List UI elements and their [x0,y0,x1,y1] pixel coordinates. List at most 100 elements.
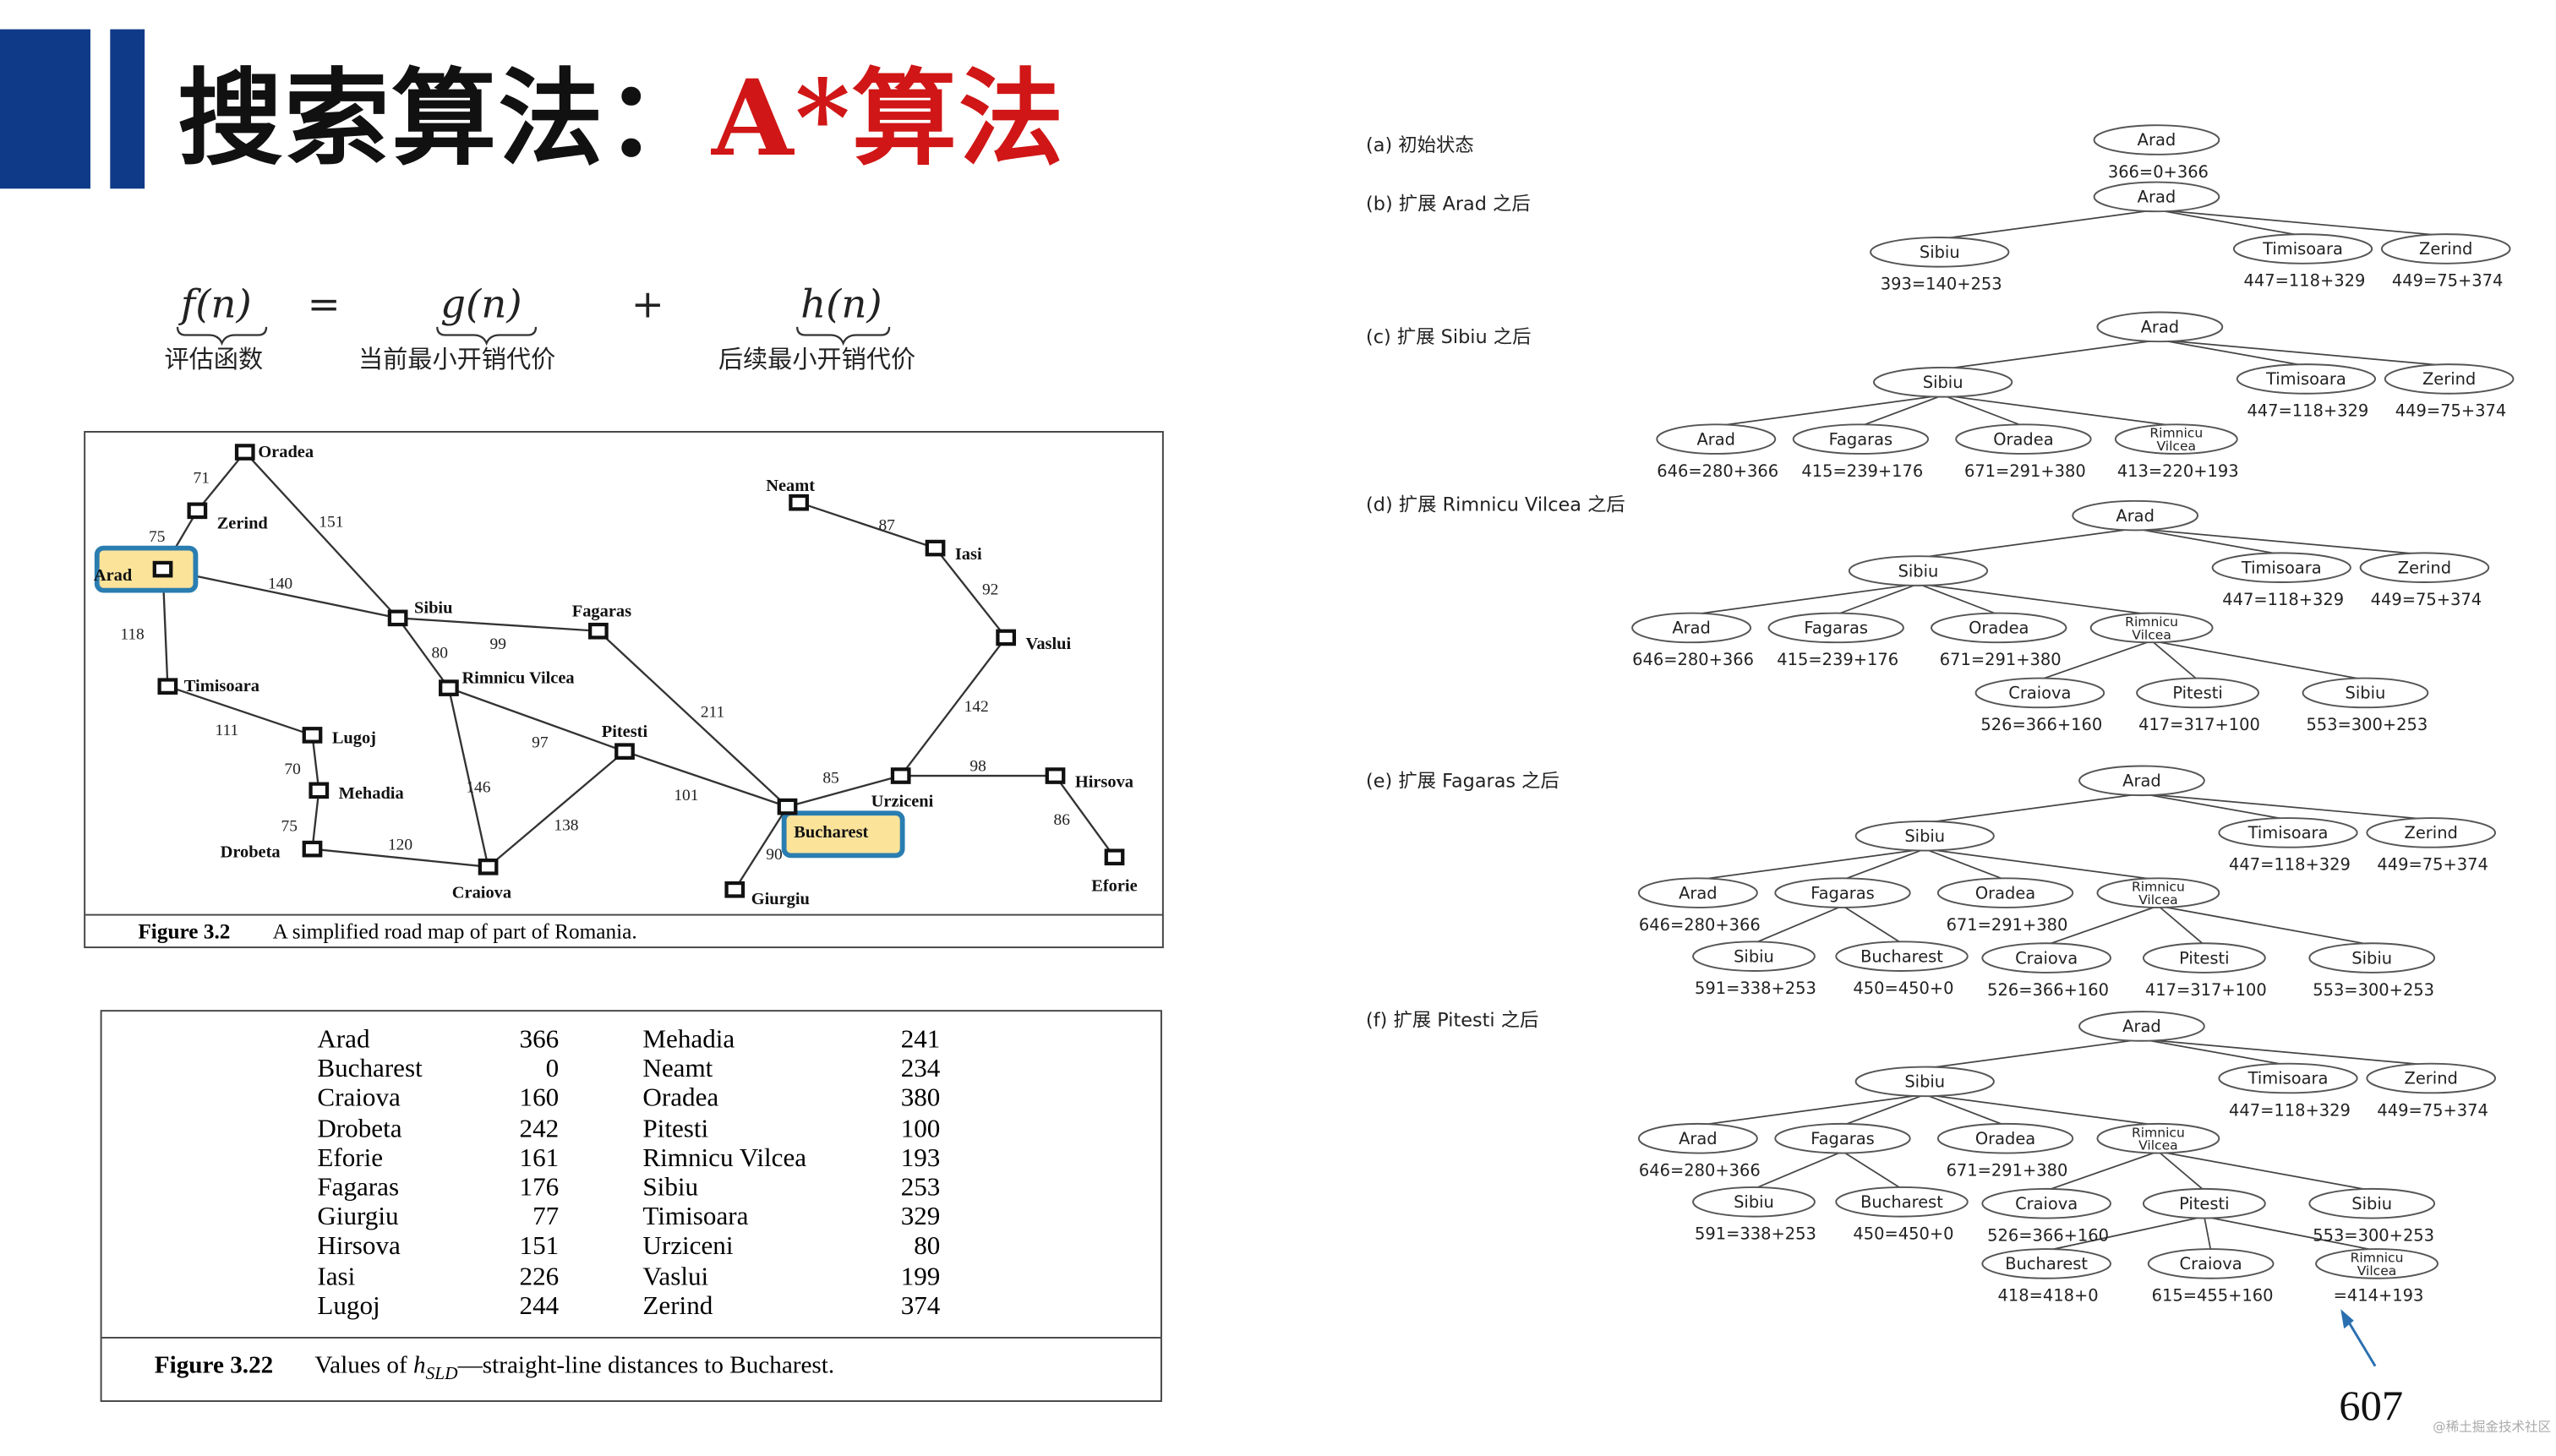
tree-node-label: Pitesti [2179,1194,2229,1213]
tree-edge [1924,848,2006,881]
road-distance-sibiu-rimnicu-vilcea: 80 [431,645,447,663]
tree-node-oval [2218,817,2358,848]
tree-edge [2151,640,2366,681]
tree-node-label: Arad [2116,506,2155,526]
road-distance-zerind-arad: 75 [149,528,165,546]
road-sibiu-fagaras [397,617,598,632]
tree-node-label: Arad [2122,772,2161,791]
tree-node-value: 591=338+253 [1695,979,1816,998]
tree-edge [2141,1038,2432,1066]
tree-node-label: Rimnicu [2149,426,2203,441]
city-label-drobeta: Drobeta [221,843,281,861]
road-distance-hirsova-eforie: 86 [1054,811,1071,829]
city-label-pitesti: Pitesti [602,723,648,741]
road-rimnicu-vilcea-craiova [447,687,489,868]
city-giurgiu: Giurgiu [724,881,810,908]
tree-node-value: 671=291+380 [1947,915,2068,935]
tree-node-label: Zerind [2405,1069,2458,1088]
road-drobeta-craiova [312,848,489,868]
sld-city: Bucharest [317,1055,423,1084]
city-pitesti: Pitesti [602,723,648,760]
city-marker-sibiu [387,609,408,627]
tree-node-oval [1692,1186,1816,1218]
tree-node-oval [1835,1186,1969,1218]
page-title: 搜索算法：A*算法 [178,35,1065,185]
watermark: @稀土掘金技术社区 [2433,1420,2552,1435]
page-number: 607 [2339,1382,2404,1430]
city-bucharest: Bucharest [777,798,905,859]
brace-g [436,326,538,346]
sld-caption-num: Figure 3.22 [154,1353,274,1380]
city-label-eforie: Eforie [1091,877,1137,896]
tree-node-label: Oradea [1975,883,2035,903]
sld-distance: 160 [519,1085,560,1114]
city-marker-bucharest [777,798,798,815]
road-arad-sibiu [162,568,398,619]
city-marker-pitesti [614,743,635,760]
road-distance-oradea-zerind: 71 [194,470,210,488]
tree-node-oval [1774,1122,1911,1154]
tree-node-label: Bucharest [1860,1192,1943,1212]
tree-edge [2135,527,2425,556]
pointer-arrowhead [2340,1309,2354,1329]
sld-city: Iasi [317,1262,356,1291]
tree-node-oval [2232,233,2373,264]
tree-node-label: Fagaras [1804,619,1868,638]
tree-node-label: Timisoara [2262,239,2343,259]
tree-edge [1753,905,1843,945]
road-bucharest-urziceni [787,774,902,808]
tree-node-value: 646=280+366 [1657,461,1778,481]
tree-node-value: 526=366+160 [1987,1226,2109,1246]
tree-edge [1918,583,2152,616]
sld-city: Drobeta [317,1115,402,1143]
tree-node-value: 449=75+374 [2392,271,2503,291]
tree-node-label: Sibiu [2351,1194,2392,1213]
tree-node-value: 415=239+176 [1777,650,1898,669]
tree-node-oval [1767,612,1904,644]
tree-node-value: 393=140+253 [1881,275,2002,294]
tree-node-fagaras: Fagaras [1774,1122,1911,1154]
city-marker-eforie [1104,848,1125,866]
sld-distance: 366 [519,1026,560,1055]
tree-node-arad: Arad [2093,181,2220,213]
tree-node-oradea: Oradea 671=291+380 [1936,877,2074,935]
tree-node-value: 553=300+253 [2313,980,2434,1000]
stage-label: (e) 扩展 Fagaras 之后 [1366,771,1559,793]
road-distance-iasi-neamt: 87 [878,517,895,535]
road-distance-bucharest-giurgiu: 90 [766,846,782,864]
city-label-iasi: Iasi [955,545,982,564]
map-caption: Figure 3.2 A simplified road map of part… [138,919,636,945]
tree-edge [2160,339,2450,367]
tree-node-label-line2: Vilcea [2132,627,2171,642]
road-oradea-sibiu [243,451,399,619]
city-label-giurgiu: Giurgiu [751,890,810,908]
tree-edge [1697,848,1925,881]
sld-city: Timisoara [642,1203,749,1232]
tree-node-label: Sibiu [1734,946,1774,966]
tree-node-value: 418=418+0 [1998,1286,2099,1306]
tree-node-oval [2211,552,2351,583]
tree-node-oval [2384,363,2515,395]
tree-edge [2141,1038,2289,1066]
road-distance-oradea-sibiu: 151 [319,514,343,532]
map-caption-num: Figure 3.2 [138,919,231,944]
tree-node-oval [2302,677,2429,709]
tree-node-oval [1936,1122,2074,1154]
city-marker-neamt [789,494,809,511]
city-label-zerind: Zerind [217,515,269,533]
sld-distance: 244 [519,1292,560,1321]
tree-edge [1925,848,2159,881]
tree-node-label: Pitesti [2172,684,2222,703]
tree-node-label: Sibiu [1734,1192,1774,1212]
tree-edge [1942,394,2024,428]
